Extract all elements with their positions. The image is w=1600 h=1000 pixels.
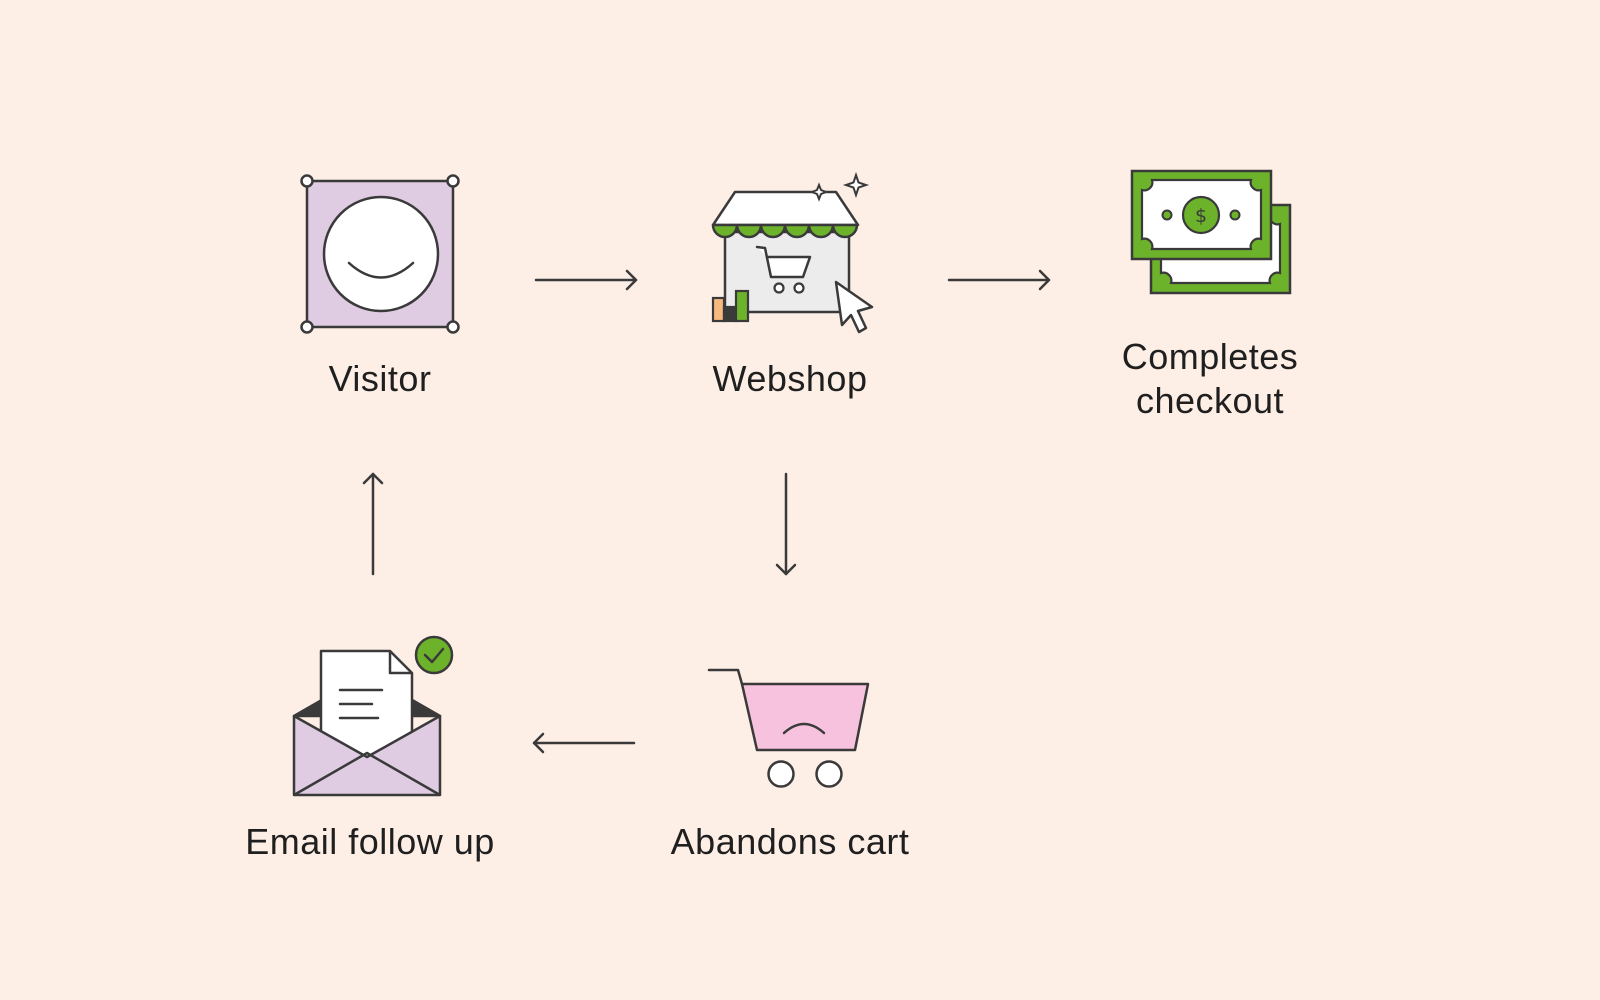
svg-text:$: $ (1195, 205, 1207, 227)
arrow-webshop-to-abandon (775, 472, 797, 576)
node-label-visitor: Visitor (328, 358, 432, 399)
smiley-face-icon (300, 174, 460, 334)
storefront-icon (711, 171, 874, 334)
node-label-webshop: Webshop (712, 358, 868, 399)
sad-cart-icon (707, 668, 870, 788)
arrow-webshop-to-checkout (947, 269, 1051, 291)
arrow-email-to-visitor (362, 472, 384, 576)
node-label-abandon: Abandons cart (670, 821, 910, 862)
open-envelope-icon (292, 635, 454, 797)
arrow-visitor-to-webshop (534, 269, 638, 291)
arrow-abandon-to-email (532, 732, 636, 754)
node-label-email: Email follow up (245, 821, 495, 862)
money-bills-icon: $ (1130, 169, 1292, 295)
node-label-checkout: Completes checkout (1121, 336, 1299, 421)
